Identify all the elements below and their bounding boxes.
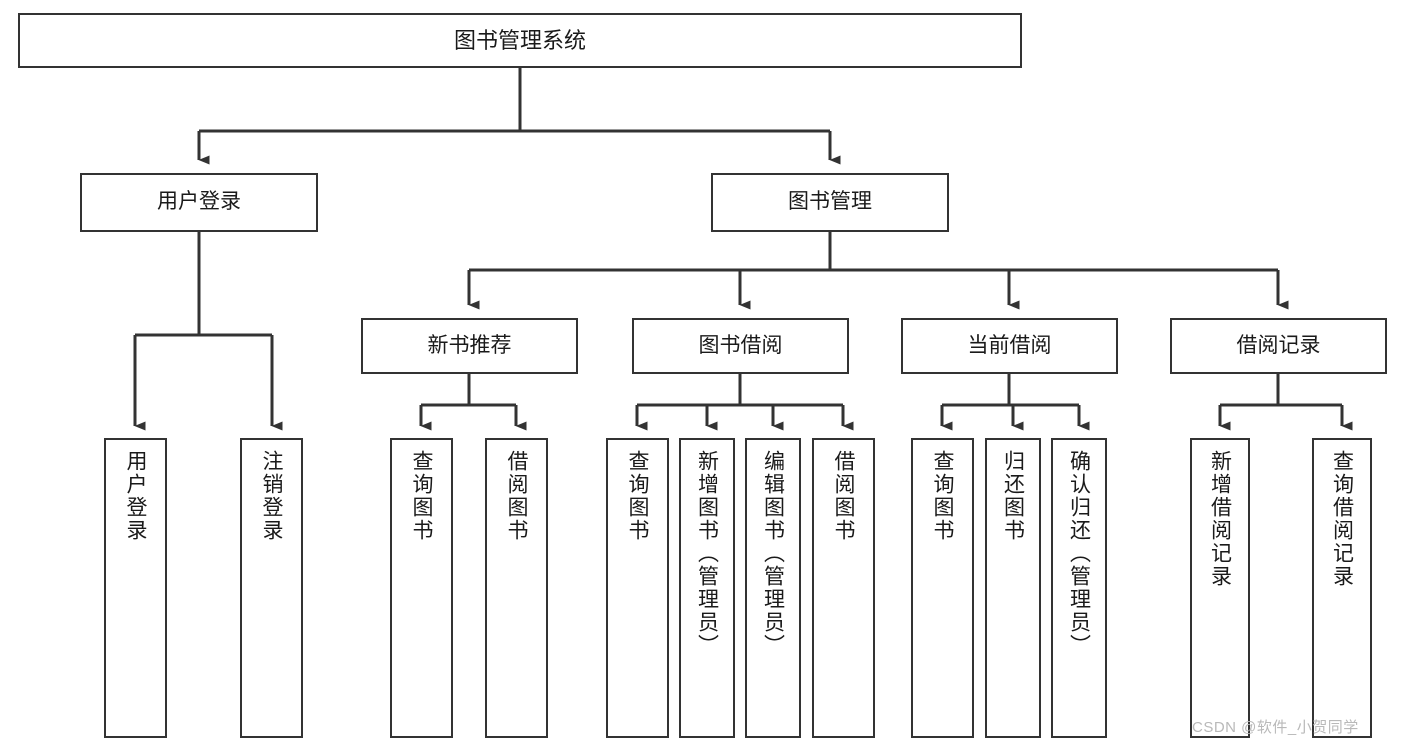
- node-leaf-confirm-return-admin[interactable]: 确认归还（管理员）: [1051, 438, 1107, 738]
- node-leaf-query-book-current[interactable]: 查询图书: [911, 438, 974, 738]
- node-leaf-query-book-current-label: 查询图书: [931, 450, 954, 542]
- node-leaf-add-book-admin[interactable]: 新增图书（管理员）: [679, 438, 735, 738]
- node-leaf-query-borrow-record-label: 查询借阅记录: [1330, 450, 1354, 588]
- node-current-borrow[interactable]: 当前借阅: [901, 318, 1118, 374]
- node-book-management-label: 图书管理: [788, 190, 872, 214]
- node-user-login-label: 用户登录: [157, 190, 241, 214]
- node-leaf-query-book-recommend-label: 查询图书: [410, 450, 433, 542]
- csdn-watermark: CSDN @软件_小贺同学: [1192, 719, 1359, 736]
- node-leaf-user-login[interactable]: 用户登录: [104, 438, 167, 738]
- node-leaf-borrow-book-label: 借阅图书: [832, 450, 855, 542]
- node-leaf-add-borrow-record[interactable]: 新增借阅记录: [1190, 438, 1250, 738]
- node-book-management[interactable]: 图书管理: [711, 173, 949, 232]
- node-leaf-query-borrow-record[interactable]: 查询借阅记录: [1312, 438, 1372, 738]
- node-leaf-query-book-borrow[interactable]: 查询图书: [606, 438, 669, 738]
- node-leaf-logout-login-label: 注销登录: [260, 450, 283, 542]
- node-borrow-record-label: 借阅记录: [1236, 333, 1321, 357]
- node-book-borrow[interactable]: 图书借阅: [632, 318, 849, 374]
- node-leaf-return-book[interactable]: 归还图书: [985, 438, 1041, 738]
- node-leaf-add-book-admin-label: 新增图书（管理员）: [695, 450, 719, 657]
- node-leaf-user-login-label: 用户登录: [124, 450, 147, 542]
- node-leaf-add-borrow-record-label: 新增借阅记录: [1208, 450, 1232, 588]
- node-leaf-confirm-return-admin-label: 确认归还（管理员）: [1067, 450, 1091, 657]
- node-leaf-logout-login[interactable]: 注销登录: [240, 438, 303, 738]
- node-new-book-recommend-label: 新书推荐: [427, 333, 512, 357]
- node-leaf-return-book-label: 归还图书: [1001, 450, 1025, 542]
- node-new-book-recommend[interactable]: 新书推荐: [361, 318, 578, 374]
- node-root-label: 图书管理系统: [453, 27, 586, 53]
- node-leaf-borrow-book-recommend-label: 借阅图书: [505, 450, 528, 542]
- node-leaf-edit-book-admin[interactable]: 编辑图书（管理员）: [745, 438, 801, 738]
- node-leaf-query-book-recommend[interactable]: 查询图书: [390, 438, 453, 738]
- node-book-borrow-label: 图书借阅: [698, 333, 783, 357]
- node-current-borrow-label: 当前借阅: [967, 333, 1052, 357]
- node-borrow-record[interactable]: 借阅记录: [1170, 318, 1387, 374]
- node-user-login[interactable]: 用户登录: [80, 173, 318, 232]
- node-leaf-borrow-book-recommend[interactable]: 借阅图书: [485, 438, 548, 738]
- node-leaf-edit-book-admin-label: 编辑图书（管理员）: [761, 450, 785, 657]
- node-leaf-borrow-book[interactable]: 借阅图书: [812, 438, 875, 738]
- node-root[interactable]: 图书管理系统: [18, 13, 1022, 68]
- node-leaf-query-book-borrow-label: 查询图书: [626, 450, 649, 542]
